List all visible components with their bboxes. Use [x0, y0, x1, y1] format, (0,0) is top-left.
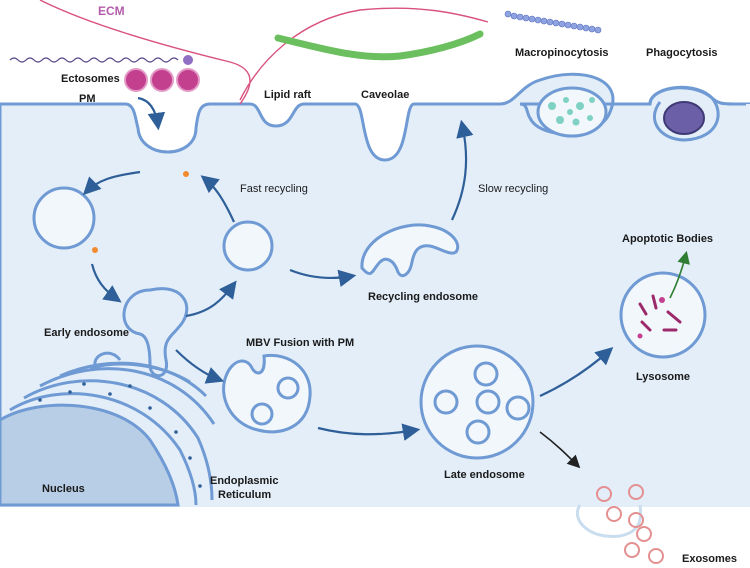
exosome-release-bud — [576, 504, 643, 538]
macropinosome-cargo-dots — [548, 97, 595, 126]
arrow-fast-recycling — [200, 175, 235, 223]
arrow-early-to-fast — [185, 280, 237, 318]
arrow-early-to-mbv — [175, 349, 225, 384]
label-mbv-fusion: MBV Fusion with PM — [246, 337, 354, 349]
ecm-strand-end — [183, 55, 193, 65]
phagocytosed-particle — [663, 101, 705, 135]
label-late-endosome: Late endosome — [444, 469, 525, 481]
arrow-pm-to-vesicle — [137, 96, 166, 131]
nucleus — [0, 403, 180, 507]
lysosome-contents — [638, 294, 682, 332]
label-er-line2: Reticulum — [218, 489, 271, 501]
fast-recycling-vesicle — [222, 220, 274, 272]
label-lipid-raft: Lipid raft — [264, 89, 311, 101]
label-ecm: ECM — [98, 4, 125, 18]
lysosome-particle-1 — [659, 297, 665, 303]
label-exosomes: Exosomes — [682, 553, 737, 565]
ecm-fiber-2 — [239, 7, 489, 101]
label-ectosomes: Ectosomes — [61, 73, 120, 85]
lysosome-particle-2 — [637, 333, 643, 339]
label-macropinocytosis: Macropinocytosis — [515, 47, 609, 59]
ectosomes — [124, 68, 200, 92]
exosomes — [596, 484, 664, 564]
phagocytic-cup — [648, 86, 720, 142]
label-recycling-endosome: Recycling endosome — [368, 291, 478, 303]
arrow-to-recycling-endosome — [289, 268, 357, 288]
ecm-fiber-1 — [39, 0, 251, 105]
recycling-endosome — [360, 223, 460, 278]
endoplasmic-reticulum — [9, 351, 216, 506]
mbv-intraluminal-vesicle-1 — [276, 376, 300, 400]
arrow-apoptotic-bodies — [669, 250, 690, 299]
arrow-to-early-endosome — [90, 263, 122, 303]
label-caveolae: Caveolae — [361, 89, 409, 101]
late-endosome-intraluminal-vesicles — [433, 361, 531, 445]
early-endosome — [122, 287, 189, 378]
lysosome — [619, 271, 707, 359]
label-early-endosome: Early endosome — [44, 327, 129, 339]
label-fast-recycling: Fast recycling — [240, 183, 308, 195]
ecm-wavy-strand — [9, 57, 179, 63]
arrow-slow-recycling — [451, 119, 474, 221]
arrow-vesicle-to-endocytic — [82, 170, 141, 196]
arrow-late-to-exosomes — [539, 431, 581, 469]
bead-chain — [504, 10, 602, 34]
ribosomes — [38, 382, 202, 488]
arrow-mbv-to-late — [317, 423, 421, 441]
label-nucleus: Nucleus — [42, 483, 85, 495]
label-apoptotic-bodies: Apoptotic Bodies — [622, 233, 713, 245]
label-pm: PM — [79, 93, 96, 105]
cargo-particle-2 — [92, 247, 98, 253]
cargo-particle-1 — [183, 171, 189, 177]
endocytic-vesicle — [32, 186, 96, 250]
caveolin-fiber — [274, 30, 484, 61]
label-slow-recycling: Slow recycling — [478, 183, 548, 195]
arrow-late-to-lysosome — [539, 347, 614, 397]
mbv-intraluminal-vesicle-2 — [250, 402, 274, 426]
mbv-fusion-vesicle — [222, 353, 312, 434]
label-lysosome: Lysosome — [636, 371, 690, 383]
label-er-line1: Endoplasmic — [210, 475, 278, 487]
label-phagocytosis: Phagocytosis — [646, 47, 718, 59]
